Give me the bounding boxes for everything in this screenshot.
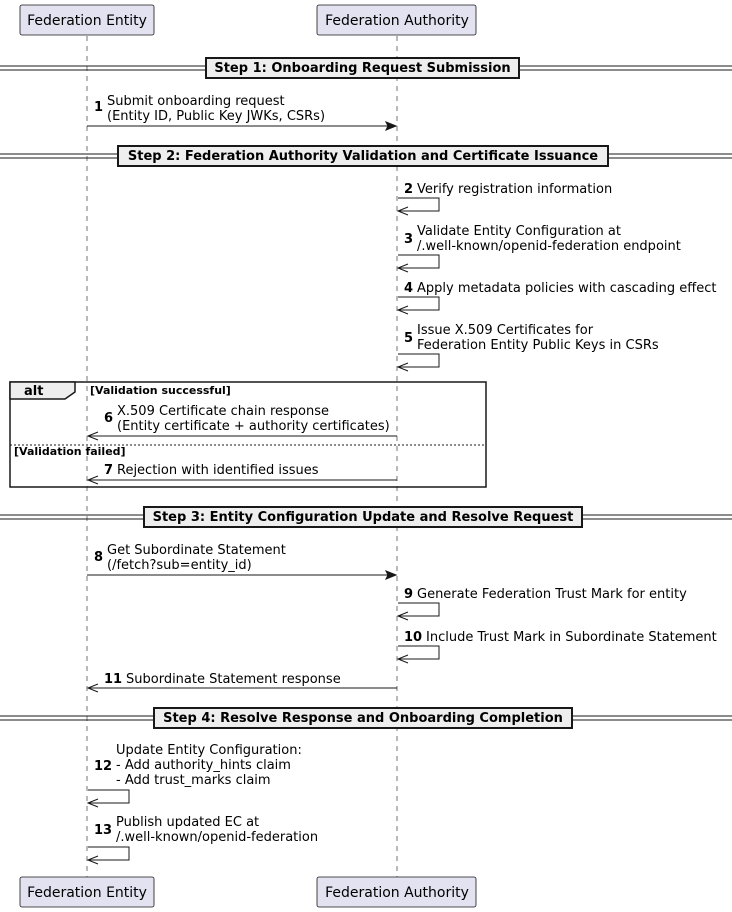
message-number: 6 <box>104 411 113 426</box>
divider-label: Step 3: Entity Configuration Update and … <box>153 510 574 525</box>
participant-label: Federation Entity <box>27 885 147 901</box>
message-13: 13 Publish updated EC at /.well-known/op… <box>86 815 318 865</box>
divider-label: Step 2: Federation Authority Validation … <box>128 149 598 164</box>
alt-guard: [Validation successful] <box>90 384 231 397</box>
message-number: 11 <box>104 672 122 687</box>
participant-entity-top: Federation Entity <box>19 4 155 36</box>
message-label: (Entity ID, Public Key JWKs, CSRs) <box>107 109 325 124</box>
message-12: 12 Update Entity Configuration: - Add au… <box>86 743 302 808</box>
alt-keyword: alt <box>24 384 43 399</box>
message-label: Verify registration information <box>417 182 612 197</box>
step-divider-2: Step 2: Federation Authority Validation … <box>0 145 732 167</box>
message-6: 6 X.509 Certificate chain response (Enti… <box>86 404 397 441</box>
message-8: 8 Get Subordinate Statement (/fetch?sub=… <box>87 543 398 580</box>
participant-entity-bottom: Federation Entity <box>19 876 155 908</box>
message-label: - Add authority_hints claim <box>116 758 291 773</box>
message-5: 5 Issue X.509 Certificates for Federatio… <box>396 323 659 372</box>
message-label: (/fetch?sub=entity_id) <box>107 558 252 573</box>
message-label: - Add trust_marks claim <box>116 773 271 788</box>
message-1: 1 Submit onboarding request (Entity ID, … <box>87 94 398 131</box>
message-number: 3 <box>404 232 413 247</box>
message-number: 9 <box>404 587 413 602</box>
message-2: 2 Verify registration information <box>396 182 612 216</box>
step-divider-3: Step 3: Entity Configuration Update and … <box>0 506 732 528</box>
message-number: 13 <box>94 823 112 838</box>
message-label: Apply metadata policies with cascading e… <box>417 281 716 296</box>
message-4: 4 Apply metadata policies with cascading… <box>396 281 716 315</box>
message-number: 4 <box>404 281 413 296</box>
message-label: Publish updated EC at <box>116 815 259 830</box>
message-number: 12 <box>94 759 112 774</box>
message-number: 2 <box>404 182 413 197</box>
message-label: Update Entity Configuration: <box>116 743 302 758</box>
message-number: 8 <box>94 550 103 565</box>
message-label: Generate Federation Trust Mark for entit… <box>417 587 687 602</box>
message-9: 9 Generate Federation Trust Mark for ent… <box>396 587 687 621</box>
message-label: Validate Entity Configuration at <box>417 224 621 239</box>
message-number: 7 <box>104 463 113 478</box>
message-label: /.well-known/openid-federation endpoint <box>417 239 681 254</box>
participant-label: Federation Authority <box>325 13 469 29</box>
alt-guard: [Validation failed] <box>14 445 126 458</box>
message-7: 7 Rejection with identified issues <box>86 463 397 485</box>
message-number: 5 <box>404 331 413 346</box>
message-label: Include Trust Mark in Subordinate Statem… <box>426 630 717 645</box>
divider-label: Step 4: Resolve Response and Onboarding … <box>163 711 563 726</box>
message-label: Rejection with identified issues <box>117 463 319 478</box>
message-label: Get Subordinate Statement <box>107 543 286 558</box>
message-10: 10 Include Trust Mark in Subordinate Sta… <box>396 630 717 664</box>
message-label: (Entity certificate + authority certific… <box>117 419 390 434</box>
message-label: X.509 Certificate chain response <box>117 404 329 419</box>
message-label: Federation Entity Public Keys in CSRs <box>417 338 659 353</box>
message-label: Submit onboarding request <box>107 94 285 109</box>
message-label: Subordinate Statement response <box>126 672 341 687</box>
participant-authority-bottom: Federation Authority <box>316 876 477 908</box>
message-number: 10 <box>404 630 422 645</box>
participant-label: Federation Authority <box>325 885 469 901</box>
message-11: 11 Subordinate Statement response <box>86 672 397 693</box>
alt-fragment: alt [Validation successful] [Validation … <box>9 381 487 488</box>
message-label: /.well-known/openid-federation <box>116 830 318 845</box>
step-divider-4: Step 4: Resolve Response and Onboarding … <box>0 707 732 729</box>
step-divider-1: Step 1: Onboarding Request Submission <box>0 57 732 79</box>
message-number: 1 <box>94 100 103 115</box>
participant-label: Federation Entity <box>27 13 147 29</box>
message-3: 3 Validate Entity Configuration at /.wel… <box>396 224 681 273</box>
message-label: Issue X.509 Certificates for <box>417 323 594 338</box>
participant-authority-top: Federation Authority <box>316 4 477 36</box>
divider-label: Step 1: Onboarding Request Submission <box>214 61 510 76</box>
